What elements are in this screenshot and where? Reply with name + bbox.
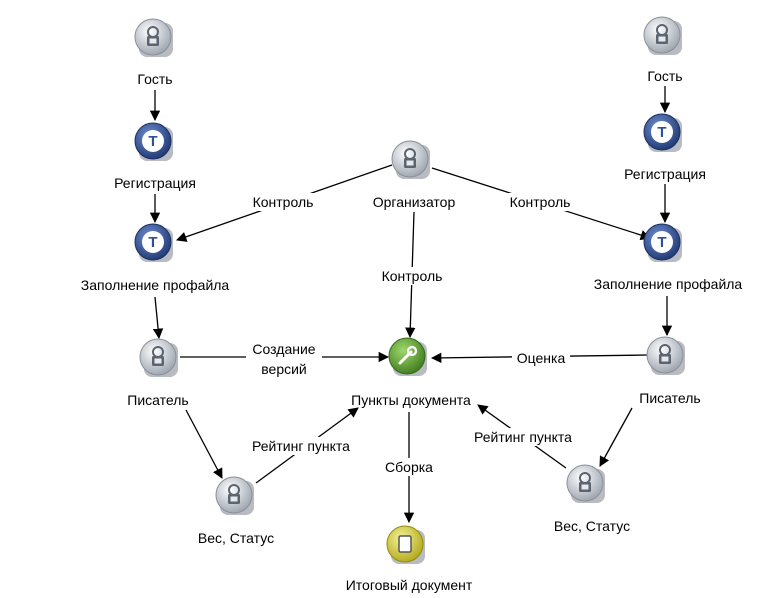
user-icon [566, 464, 605, 503]
node-label-final-document: Итоговый документ [346, 577, 473, 593]
node-writer-right[interactable] [646, 336, 685, 375]
edge-label-rating-left: Рейтинг пункта [252, 438, 350, 454]
user-icon [134, 18, 173, 57]
node-label-guest-left: Гость [137, 71, 172, 87]
task-t-icon: T [134, 223, 173, 262]
edge-writer-weight-left [185, 409, 223, 479]
node-label-document-items: Пункты документа [351, 392, 471, 408]
edge-label-control-left: Контроль [253, 194, 314, 210]
edge-label-evaluation: Оценка [517, 350, 566, 366]
node-label-registration-right: Регистрация [624, 166, 706, 182]
node-registration-left[interactable]: T [134, 122, 173, 161]
node-label-writer-left: Писатель [127, 392, 188, 408]
node-writer-left[interactable] [139, 338, 178, 377]
node-guest-right[interactable] [643, 16, 682, 55]
node-label-organizer: Организатор [373, 194, 456, 210]
user-icon [643, 16, 682, 55]
svg-text:T: T [657, 124, 666, 141]
wrench-icon [388, 337, 427, 376]
node-registration-right[interactable]: T [643, 113, 682, 152]
node-guest-left[interactable] [134, 18, 173, 57]
node-label-guest-right: Гость [647, 68, 682, 84]
edge-label-create-versions-2: версий [261, 361, 307, 377]
edge-label-assembly: Сборка [385, 459, 433, 475]
user-icon [646, 336, 685, 375]
svg-text:T: T [657, 234, 666, 251]
user-icon [391, 140, 430, 179]
edge-label-control-center: Контроль [382, 268, 443, 284]
node-final-document[interactable] [386, 525, 425, 564]
task-t-icon: T [134, 122, 173, 161]
task-t-icon: T [643, 113, 682, 152]
edge-writer-weight-right [599, 407, 633, 467]
node-organizer[interactable] [391, 140, 430, 179]
edge-label-rating-right: Рейтинг пункта [474, 429, 572, 445]
node-label-writer-right: Писатель [639, 390, 700, 406]
node-label-profile-right: Заполнение профайла [594, 276, 743, 292]
user-icon [215, 476, 254, 515]
node-label-weight-left: Вес, Статус [198, 530, 274, 546]
task-t-icon: T [643, 223, 682, 262]
edge-label-control-right: Контроль [510, 194, 571, 210]
edge-profile-writer-left [152, 296, 164, 340]
node-label-weight-right: Вес, Статус [554, 518, 630, 534]
document-icon [386, 525, 425, 564]
svg-text:T: T [148, 133, 157, 150]
node-weight-left[interactable] [215, 476, 254, 515]
user-icon [139, 338, 178, 377]
edge-label-create-versions-1: Создание [252, 341, 315, 357]
node-profile-right[interactable]: T [643, 223, 682, 262]
svg-text:T: T [148, 234, 157, 251]
node-label-profile-left: Заполнение профайла [81, 277, 230, 293]
node-weight-right[interactable] [566, 464, 605, 503]
node-label-registration-left: Регистрация [114, 175, 196, 191]
node-profile-left[interactable]: T [134, 223, 173, 262]
edge-labels: Контроль Контроль Контроль Создание верс… [244, 193, 580, 476]
node-document-items[interactable] [388, 337, 427, 376]
